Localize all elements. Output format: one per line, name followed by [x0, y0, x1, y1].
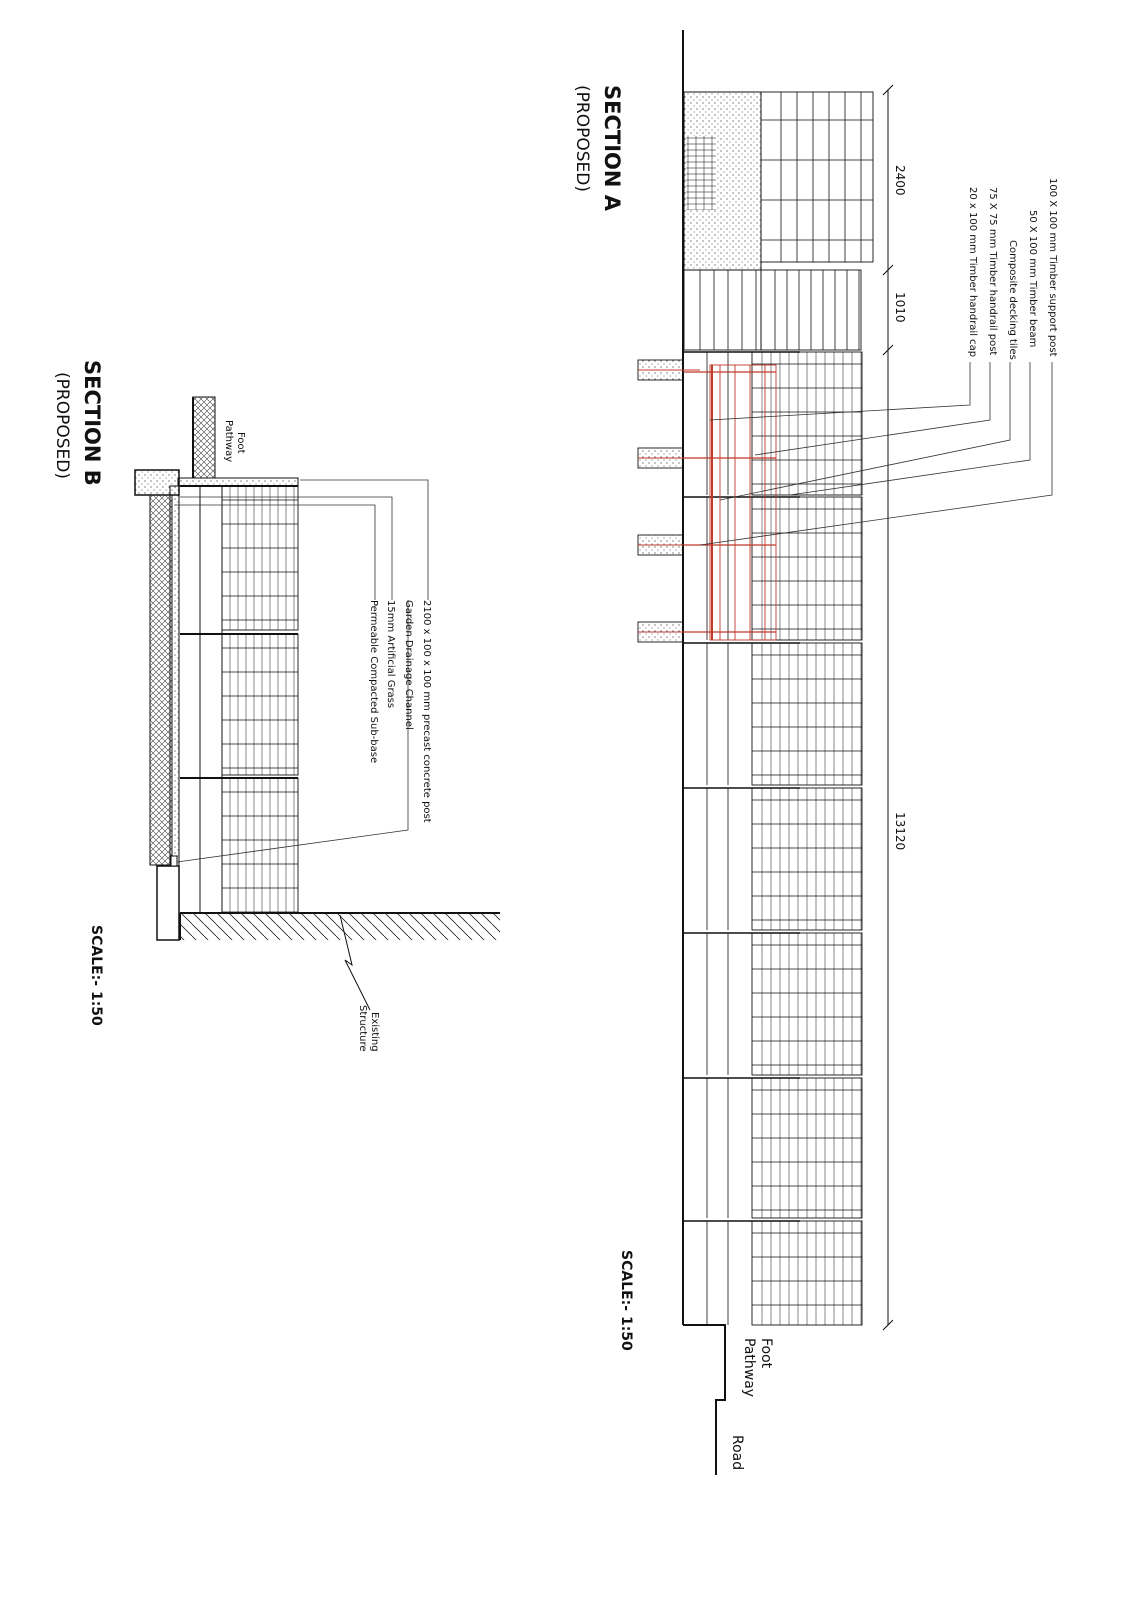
label-leaders-b: [175, 479, 429, 863]
section-b: 2100 x 100 x 100 mm precast concrete pos…: [52, 360, 500, 1052]
label-handrail-post: 75 X 75 mm Timber handrail post: [987, 187, 998, 355]
existing-structure-hatch: [180, 913, 500, 940]
concrete-beam: [177, 477, 299, 487]
label-sub-base: Permeable Compacted Sub-base: [368, 600, 379, 763]
foot-pathway-label-b-1: Foot: [235, 432, 246, 454]
leader-line: [789, 362, 1031, 496]
label-concrete-post: 2100 x 100 x 100 mm precast concrete pos…: [421, 600, 432, 823]
existing-structure-leader: [339, 914, 371, 1011]
section-b-title: SECTION B: [80, 360, 104, 486]
handrail-frame: [709, 364, 777, 641]
deck-bay: [221, 485, 299, 631]
brick-panel: [686, 136, 716, 210]
sub-base-layer: [149, 494, 173, 866]
section-b-scale: SCALE:- 1:50: [88, 925, 104, 1026]
foot-pathway-label-b-2: Pathway: [223, 420, 234, 462]
foot-pathway-label-a-1: Foot: [758, 1338, 774, 1369]
existing-wall: [156, 865, 180, 941]
foot-pathway-label-a-2: Pathway: [741, 1338, 757, 1397]
label-decking-tiles: Composite decking tiles: [1007, 240, 1018, 360]
road-kerb-line: [683, 1324, 726, 1475]
label-handrail-cap: 20 x 100 mm Timber handrail cap: [967, 187, 978, 357]
road-label: Road: [729, 1435, 745, 1470]
leader-line: [709, 362, 971, 421]
decking-frames: [683, 91, 874, 1326]
dimension-line: [882, 84, 894, 1331]
existing-structure-label-2: Structure: [357, 1005, 368, 1052]
label-drainage-channel: Garden Drainage Channel: [403, 600, 414, 730]
top-deck-panel: [760, 91, 874, 263]
section-a-subtitle: (PROPOSED): [572, 85, 592, 192]
label-artificial-grass: 15mm Artificial Grass: [385, 600, 396, 708]
label-timber-beam: 50 X 100 mm Timber beam: [1027, 210, 1038, 347]
existing-structure-label-1: Existing: [369, 1012, 380, 1052]
drainage-channel: [170, 855, 178, 867]
deck-bay: [221, 777, 299, 914]
section-a: 2400 1010 13120 100 X 100 mm Timber supp…: [572, 30, 1058, 1475]
label-support-post: 100 X 100 mm Timber support post: [1047, 178, 1058, 357]
artificial-grass-layer: [169, 485, 180, 867]
section-a-scale: SCALE:- 1:50: [618, 1250, 634, 1351]
handrail-structure: [683, 364, 777, 641]
section-a-title: SECTION A: [600, 85, 624, 212]
leader-line: [699, 362, 1053, 546]
leader-line: [754, 362, 991, 456]
dimension-1010: 1010: [893, 292, 907, 323]
support-posts: [637, 359, 700, 643]
leader-line: [719, 362, 1011, 501]
deck-bay: [221, 633, 299, 776]
foot-pathway-block: [192, 396, 216, 479]
label-leaders: [699, 362, 1053, 546]
section-b-subtitle: (PROPOSED): [52, 372, 72, 479]
dimension-13120: 13120: [893, 812, 907, 850]
dimension-2400: 2400: [893, 165, 907, 196]
decking-frames-b: [180, 485, 299, 914]
stair-block: [683, 269, 762, 351]
